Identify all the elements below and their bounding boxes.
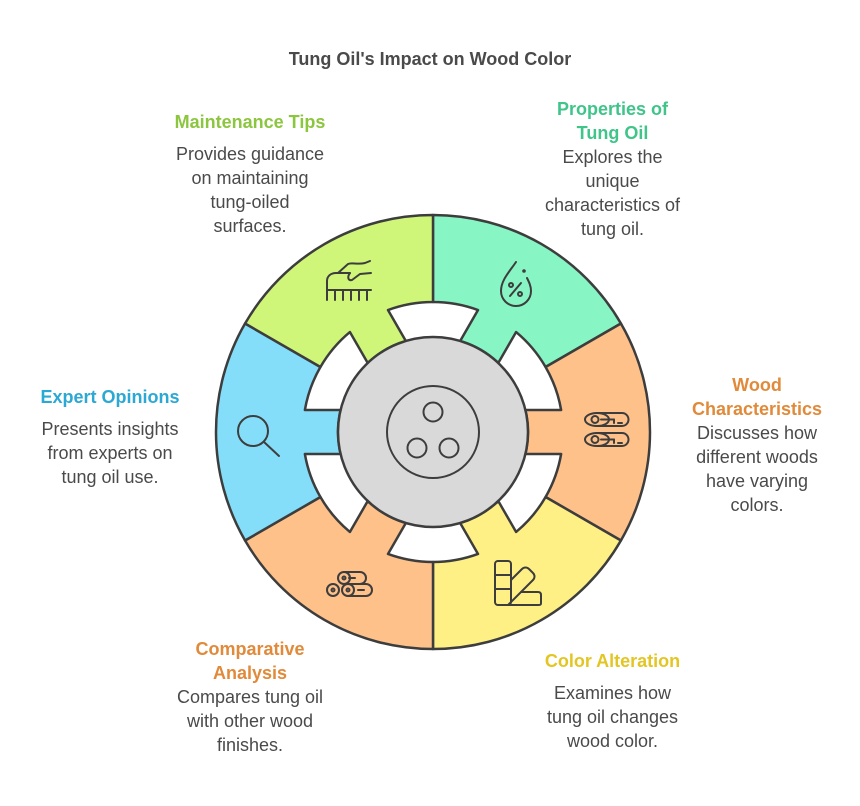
title-line: Tung Oil (576, 123, 649, 143)
desc-line: tung oil. (580, 219, 645, 239)
color-swatch-icon (494, 560, 542, 606)
desc-line: Compares tung oil (176, 687, 324, 707)
wheel-segment-expert-opinions (214, 322, 342, 542)
wheel-segments (214, 213, 652, 651)
segment-label-expert-opinions: Expert Opinions Presents insights from e… (15, 385, 205, 489)
segment-description: Presents insights from experts on tung o… (15, 417, 205, 489)
wheel-segment-color-alteration (431, 495, 623, 651)
desc-line: unique (585, 171, 640, 191)
desc-line: Provides guidance (175, 144, 325, 164)
segment-title: Color Alteration (544, 651, 681, 671)
segment-title: Expert Opinions (40, 387, 180, 407)
segment-title: Comparative Analysis (150, 637, 350, 685)
segment-label-properties: Properties of Tung Oil Explores the uniq… (515, 97, 710, 241)
desc-line: finishes. (216, 735, 284, 755)
desc-line: characteristics of (544, 195, 681, 215)
desc-line: have varying (705, 471, 809, 491)
segment-label-maintenance-tips: Maintenance Tips Provides guidance on ma… (150, 110, 350, 238)
segment-title: Maintenance Tips (174, 112, 326, 132)
segment-description: Provides guidance on maintaining tung-oi… (150, 142, 350, 238)
wheel-segment-comparative-analysis (243, 495, 435, 651)
desc-line: wood color. (566, 731, 659, 751)
wheel-segment-properties (431, 213, 623, 369)
desc-line: with other wood (186, 711, 314, 731)
desc-line: Examines how (553, 683, 672, 703)
title-line: Comparative (195, 639, 305, 659)
desc-line: tung oil use. (61, 467, 159, 487)
desc-line: colors. (730, 495, 784, 515)
title-line: Properties of (556, 99, 669, 119)
desc-line: tung oil changes (546, 707, 679, 727)
segment-label-comparative-analysis: Comparative Analysis Compares tung oil w… (150, 637, 350, 757)
desc-line: on maintaining (191, 168, 309, 188)
title-line: Characteristics (691, 399, 823, 419)
segment-title: Properties of Tung Oil (515, 97, 710, 145)
desc-line: Discusses how (696, 423, 818, 443)
segment-description: Discusses how different woods have varyi… (672, 421, 842, 517)
desc-line: tung-oiled (210, 192, 290, 212)
segment-description: Explores the unique characteristics of t… (515, 145, 710, 241)
three-circles-icon (386, 385, 480, 479)
title-line: Wood (732, 375, 782, 395)
desc-line: Presents insights (41, 419, 179, 439)
log-pile-icon (326, 571, 373, 597)
center-hub (336, 335, 530, 529)
desc-line: Explores the (562, 147, 663, 167)
magnifier-icon (237, 415, 280, 457)
segment-description: Compares tung oil with other wood finish… (150, 685, 350, 757)
desc-line: surfaces. (213, 216, 287, 236)
oil-drop-percent-icon (500, 261, 532, 307)
segment-label-color-alteration: Color Alteration Examines how tung oil c… (515, 649, 710, 753)
title-line: Analysis (212, 663, 288, 683)
hand-brush-icon (326, 260, 372, 301)
diagram-title: Tung Oil's Impact on Wood Color (288, 49, 572, 69)
desc-line: from experts on (47, 443, 173, 463)
segment-label-wood-characteristics: Wood Characteristics Discusses how diffe… (672, 373, 842, 517)
desc-line: different woods (696, 447, 818, 467)
segment-description: Examines how tung oil changes wood color… (515, 681, 710, 753)
segment-title: Wood Characteristics (672, 373, 842, 421)
stacked-logs-icon (584, 412, 630, 447)
wheel-segment-wood-characteristics (524, 322, 652, 542)
